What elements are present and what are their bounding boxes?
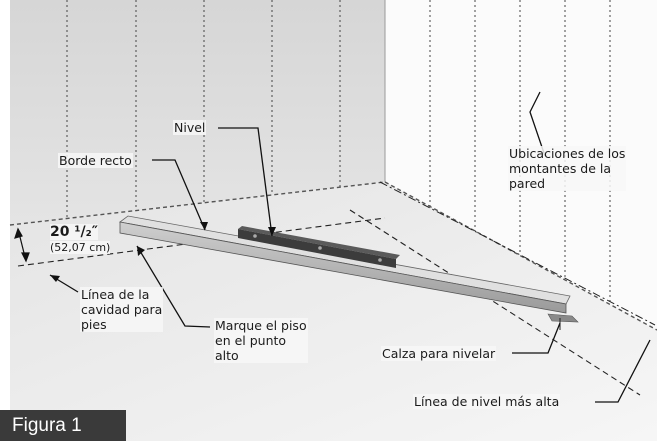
leader-lines — [49, 91, 651, 403]
label-linea-nivel: Línea de nivel más alta — [413, 394, 561, 409]
dimension-arrow — [14, 227, 30, 263]
label-dimension: 20 ¹/₂″ — [50, 224, 98, 240]
label-linea-cavidad: Línea de la cavidad para pies — [80, 287, 164, 332]
level-tool — [238, 226, 400, 268]
straight-edge-beam — [119, 215, 571, 314]
highest-level-line — [379, 181, 656, 326]
label-nivel: Nivel — [173, 120, 207, 135]
shim — [547, 313, 579, 323]
label-dimension-metric: (52,07 cm) — [50, 241, 111, 254]
back-wall — [10, 0, 385, 225]
leader-arrowheads — [50, 222, 276, 282]
label-marque-piso: Marque el piso en el punto alto — [214, 318, 308, 363]
figure-label: Figura 1 — [0, 410, 126, 441]
floor — [10, 182, 657, 441]
floor-right-edge — [384, 181, 657, 331]
label-ubicaciones-montantes: Ubicaciones de los montantes de la pared — [508, 146, 627, 191]
label-calza: Calza para nivelar — [381, 346, 497, 361]
left-wall-strip — [0, 0, 10, 441]
stud-lines-back — [66, 0, 341, 219]
toe-kick-line-right — [349, 209, 641, 396]
label-borde-recto: Borde recto — [58, 153, 133, 168]
